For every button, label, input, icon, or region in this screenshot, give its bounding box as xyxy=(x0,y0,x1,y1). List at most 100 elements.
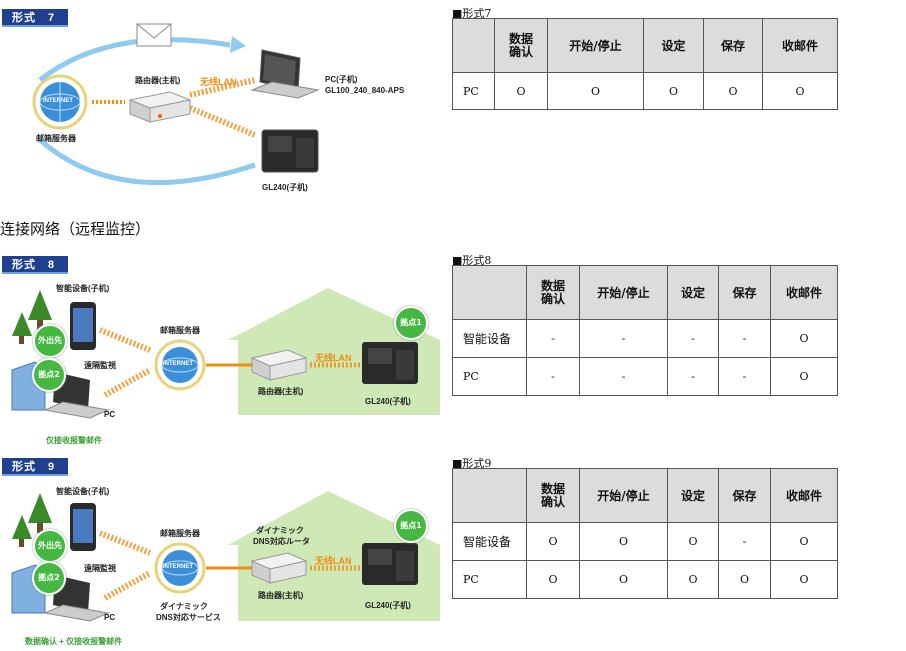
row-label-smart-device: 智能设备 xyxy=(452,319,527,358)
form8-device-label: GL240(子机) xyxy=(365,397,411,406)
smartphone-icon xyxy=(70,503,96,551)
cell: O xyxy=(770,522,838,561)
cell: O xyxy=(494,72,548,110)
form9-graphics xyxy=(11,491,440,622)
cell: O xyxy=(762,72,838,110)
base1-badge: 拠点1 xyxy=(394,306,428,340)
form9-dns-service-line2: DNS対応サービス xyxy=(156,613,221,622)
logger-device-icon xyxy=(362,543,418,585)
cell: O xyxy=(579,522,668,561)
form9-internet-label: INTERNET xyxy=(163,564,193,570)
cell: O xyxy=(718,560,771,599)
cell: - xyxy=(526,319,580,358)
router-icon xyxy=(250,349,308,381)
table-row: PC - - - - O xyxy=(452,357,838,396)
form7-graphics xyxy=(32,23,320,186)
row-label-pc: PC xyxy=(452,72,495,110)
header-settings: 设定 xyxy=(667,265,719,320)
table8-header-row: 数据 确认 开始/停止 设定 保存 收邮件 xyxy=(452,265,838,320)
row-label-pc: PC xyxy=(452,357,527,396)
form9-mail-server-label: 邮箱服务器 xyxy=(160,529,200,538)
form9-tag: 形式 9 xyxy=(2,458,68,476)
header-start-stop: 开始/停止 xyxy=(579,468,668,523)
form7-device-label: GL240(子机) xyxy=(262,183,308,192)
internet-globe-icon xyxy=(154,339,206,391)
cell: - xyxy=(718,522,771,561)
form9-router-label: 路由器(主机) xyxy=(258,591,304,600)
cell: O xyxy=(770,357,838,396)
header-receive-mail: 收邮件 xyxy=(770,468,838,523)
header-data-check: 数据 确认 xyxy=(526,468,580,523)
table9-corner xyxy=(452,468,527,523)
form9-dns-router-line1: ダイナミック xyxy=(256,526,304,535)
form9-device-label: GL240(子机) xyxy=(365,601,411,610)
tree-icon xyxy=(12,290,52,344)
envelope-icon xyxy=(136,23,172,47)
header-save: 保存 xyxy=(718,468,771,523)
cell: O xyxy=(703,72,763,110)
form8-graphics xyxy=(11,288,440,419)
cell: - xyxy=(667,357,719,396)
cell: O xyxy=(526,522,580,561)
form8-internet-label: INTERNET xyxy=(163,361,193,367)
cell: O xyxy=(526,560,580,599)
laptop-icon xyxy=(250,49,320,99)
form9-dns-service-line1: ダイナミック xyxy=(160,602,208,611)
form8-tag: 形式 8 xyxy=(2,256,68,274)
form9-smart-device-label: 智能设备(子机) xyxy=(56,487,110,496)
form7-internet-label: INTERNET xyxy=(43,98,73,104)
form8-remote-label: 遠隔監視 xyxy=(84,361,116,370)
row-label-pc: PC xyxy=(452,560,527,599)
table-row: PC O O O O O xyxy=(452,72,838,110)
table9: 数据 确认 开始/停止 设定 保存 收邮件 智能设备 O O O - O PC … xyxy=(452,468,838,599)
cell: O xyxy=(643,72,704,110)
logger-device-icon xyxy=(261,129,319,173)
cell: O xyxy=(667,560,719,599)
cell: - xyxy=(667,319,719,358)
header-save: 保存 xyxy=(718,265,771,320)
form9-pc-label: PC xyxy=(104,613,116,622)
table7-caption: ■形式7 xyxy=(452,7,492,20)
header-settings: 设定 xyxy=(643,18,704,73)
form8-smart-device-label: 智能设备(子机) xyxy=(56,284,110,293)
table9-header-row: 数据 确认 开始/停止 设定 保存 收邮件 xyxy=(452,468,838,523)
logger-device-icon xyxy=(362,342,418,384)
table-row: 智能设备 O O O - O xyxy=(452,522,838,561)
table-row: 智能设备 - - - - O xyxy=(452,319,838,358)
router-icon xyxy=(128,91,192,123)
outside-badge: 外出先 xyxy=(33,324,67,358)
form7-mail-server-label: 邮箱服务器 xyxy=(36,134,76,143)
cell: O xyxy=(770,560,838,599)
table7: 数据 确认 开始/停止 设定 保存 收邮件 PC O O O O O xyxy=(452,18,838,110)
header-settings: 设定 xyxy=(667,468,719,523)
table8-caption: ■形式8 xyxy=(452,254,492,267)
cell: - xyxy=(718,319,771,358)
table7-header-row: 数据 确认 开始/停止 设定 保存 收邮件 xyxy=(452,18,838,73)
form9-dns-router-line2: DNS対応ルータ xyxy=(253,537,310,546)
cell: O xyxy=(770,319,838,358)
cell: O xyxy=(579,560,668,599)
form7-router-label: 路由器(主机) xyxy=(135,76,181,85)
table8-corner xyxy=(452,265,527,320)
cell: - xyxy=(579,357,668,396)
header-start-stop: 开始/停止 xyxy=(579,265,668,320)
form7-tag: 形式 7 xyxy=(2,9,68,27)
table9-caption: ■形式9 xyxy=(452,457,492,470)
section-title: 连接网络（远程监控） xyxy=(0,220,151,238)
diagram-form7: 形式 7 xyxy=(0,0,440,200)
diagram-form9: 形式 9 xyxy=(0,453,450,651)
form7-pc-label: PC(子机) xyxy=(325,75,358,84)
header-data-check: 数据 确认 xyxy=(526,265,580,320)
form8-pc-label: PC xyxy=(104,410,116,419)
cell: O xyxy=(667,522,719,561)
header-start-stop: 开始/停止 xyxy=(547,18,644,73)
base1-badge: 拠点1 xyxy=(394,509,428,543)
form8-router-label: 路由器(主机) xyxy=(258,387,304,396)
router-icon xyxy=(250,552,308,584)
cell: - xyxy=(718,357,771,396)
header-save: 保存 xyxy=(703,18,763,73)
row-label-smart-device: 智能设备 xyxy=(452,522,527,561)
base2-badge: 拠点2 xyxy=(32,358,66,392)
cell: O xyxy=(547,72,644,110)
tree-icon xyxy=(12,493,52,547)
